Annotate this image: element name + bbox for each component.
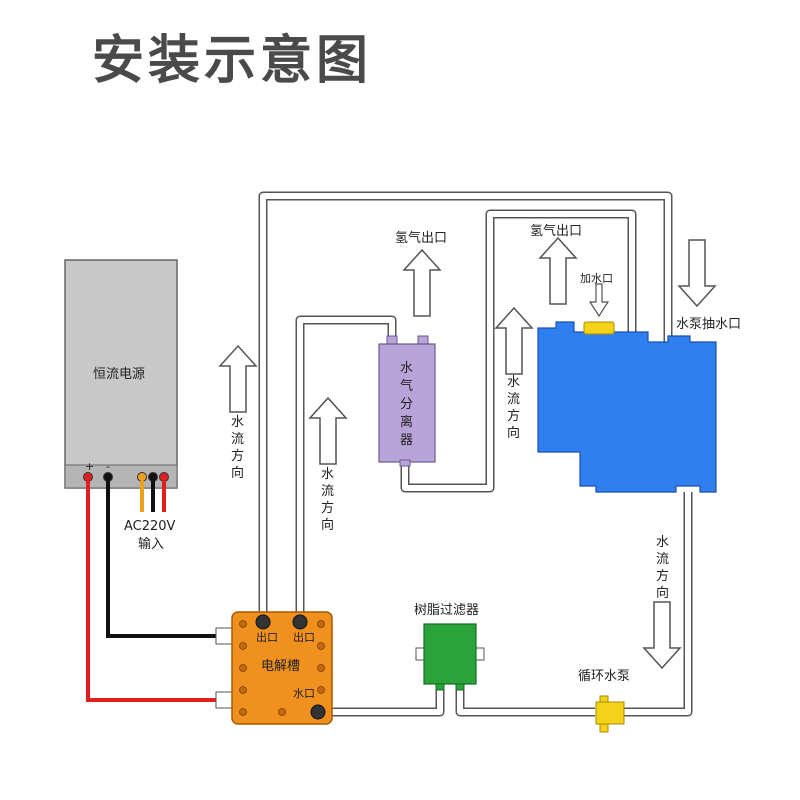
- flow-dir-4-char-1: 水: [656, 535, 669, 550]
- flow-dir-2-char-1: 水: [321, 467, 334, 482]
- separator-char-2: 气: [400, 378, 413, 394]
- flow-arrow-up-2: [309, 397, 347, 465]
- water-inlet-label: 加水口: [580, 272, 613, 285]
- resin-filter: 树脂过滤器: [414, 603, 485, 691]
- h2-outlet-label-1: 氢气出口: [395, 230, 447, 246]
- h2-arrow-up-1: [403, 249, 441, 317]
- flow-dir-1-char-1: 水: [231, 415, 244, 430]
- flow-dir-3-char-1: 水: [507, 375, 520, 390]
- wire-red: [86, 481, 222, 702]
- water-inlet-arrow: [588, 283, 610, 318]
- electrolyzer-port-left: [255, 614, 271, 630]
- flow-direction-label-2: 水 流 方 向: [321, 467, 334, 533]
- electrolyzer-port-bottom: [310, 704, 326, 720]
- port-label-left: 出口: [256, 630, 278, 644]
- diagram-title: 安装示意图: [92, 31, 373, 91]
- circulation-pump: 循环水泵: [578, 669, 630, 733]
- flow-arrow-up-1: [219, 345, 257, 413]
- flow-dir-1-char-4: 向: [231, 465, 244, 481]
- water-gas-separator: 水 气 分 离 器: [378, 335, 436, 467]
- h2-arrow-up-2: [539, 237, 577, 305]
- wire-black: [106, 481, 222, 638]
- resin-filter-label: 树脂过滤器: [414, 603, 479, 618]
- ac-input-label: AC220V: [124, 519, 176, 534]
- flow-dir-4-char-4: 向: [656, 585, 669, 601]
- pump-suction-label: 水泵抽水口: [676, 317, 741, 332]
- pipe-filter-electrolyzer: [318, 688, 445, 717]
- svg-text:-: -: [106, 460, 110, 473]
- separator-char-1: 水: [400, 361, 413, 376]
- port-label-bottom: 水口: [293, 687, 315, 700]
- flow-direction-label-3: 水 流 方 向: [507, 375, 520, 441]
- power-terminals: [83, 472, 169, 482]
- electrolyzer-port-right: [292, 614, 308, 630]
- h2-outlet-label-2: 氢气出口: [530, 223, 582, 239]
- port-label-right: 出口: [293, 630, 315, 644]
- power-supply-label: 恒流电源: [93, 367, 145, 382]
- flow-direction-label-1: 水 流 方 向: [231, 415, 244, 481]
- flow-dir-4-char-2: 流: [656, 552, 669, 567]
- flow-dir-4-char-3: 方: [656, 568, 669, 584]
- flow-dir-3-char-2: 流: [507, 392, 520, 407]
- pipe-electrolyzer-separator: [295, 315, 397, 620]
- pipes: [258, 191, 693, 717]
- pipe-pump-filter: [455, 688, 595, 717]
- flow-dir-2-char-3: 方: [321, 500, 334, 516]
- flow-direction-label-4: 水 流 方 向: [656, 535, 669, 601]
- flow-arrow-down: [643, 601, 681, 669]
- flow-dir-3-char-3: 方: [507, 408, 520, 424]
- circulation-pump-label: 循环水泵: [578, 669, 630, 684]
- separator-char-5: 器: [400, 433, 413, 448]
- flow-dir-1-char-2: 流: [231, 432, 244, 447]
- ac-input-label-2: 输入: [138, 536, 164, 552]
- flow-dir-1-char-3: 方: [231, 448, 244, 464]
- separator-char-4: 离: [400, 414, 413, 430]
- electrolyzer-label: 电解槽: [261, 659, 300, 674]
- wires: [86, 481, 222, 702]
- flow-dir-3-char-4: 向: [507, 425, 520, 441]
- power-supply: 恒流电源 + -: [64, 259, 178, 489]
- separator-char-3: 分: [400, 397, 413, 412]
- water-inlet-cap: [583, 321, 615, 335]
- flow-arrow-up-3: [495, 307, 533, 375]
- wire-connectors: [215, 627, 233, 709]
- electrolyzer: 出口 出口 水口 电解槽: [231, 611, 333, 725]
- water-tank: [537, 321, 717, 493]
- flow-dir-2-char-2: 流: [321, 484, 334, 499]
- flow-dir-2-char-4: 向: [321, 517, 334, 533]
- svg-text:+: +: [85, 460, 94, 473]
- pump-suction-arrow: [678, 239, 716, 307]
